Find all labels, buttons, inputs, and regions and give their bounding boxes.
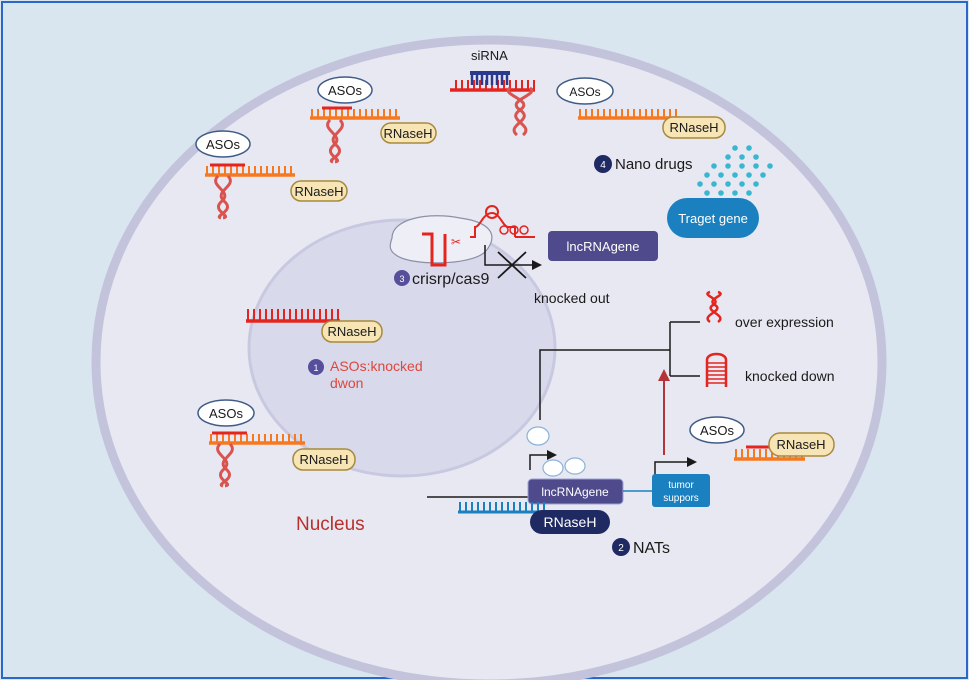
step-4-badge (594, 155, 612, 173)
step-3-number: 3 (399, 274, 404, 284)
lncrna-gene-label-top: lncRNAgene (567, 239, 640, 254)
over-expression-rna (706, 290, 722, 324)
nano-particle (704, 172, 710, 178)
asos-knockdown-group: RNaseH 1 ASOs:knocked dwon (246, 309, 423, 391)
rnaseh-nat-label: RNaseH (544, 514, 597, 530)
asos-label: ASOs (206, 137, 240, 152)
asos-bubble (197, 399, 255, 427)
asos-complex-5: ASOs RNaseH (689, 416, 835, 461)
nats-group: over expression knocked down lncRNAgene … (427, 290, 835, 557)
nano-particle (697, 181, 703, 187)
tumor-label-line2: suppors (663, 493, 699, 504)
nano-particle (746, 145, 752, 151)
nano-drugs-label: Nano drugs (615, 156, 693, 173)
crispr-label: crisrp/cas9 (412, 271, 489, 288)
rnaseh-label: RNaseH (294, 184, 343, 199)
step-1-number: 1 (313, 363, 318, 373)
step-2-number: 2 (618, 543, 624, 554)
nano-particle (718, 172, 724, 178)
knocked-down-rna (705, 352, 728, 387)
nucleus-label: Nucleus (296, 514, 365, 535)
nano-particle (725, 163, 731, 169)
over-expression-label: over expression (735, 314, 834, 330)
nano-particle (739, 163, 745, 169)
rna-loop (499, 225, 509, 235)
nano-particle (704, 190, 710, 196)
nano-particle (718, 190, 724, 196)
rnaseh-nat-pill (530, 510, 610, 534)
scissors-icon: ✂ (451, 235, 461, 249)
cas9-protein (389, 215, 493, 264)
rnaseh-label: RNaseH (776, 437, 825, 452)
nano-particle (753, 163, 759, 169)
gene-promoter (484, 245, 542, 270)
rnaseh-pill (768, 432, 835, 457)
knocked-out-label: knocked out (534, 290, 610, 306)
asos-bubble (195, 130, 251, 158)
nano-particle (760, 172, 766, 178)
knocked-down-label: knocked down (745, 368, 835, 384)
rnaseh-label: RNaseH (327, 324, 376, 339)
rnaseh-label: RNaseH (669, 120, 718, 135)
nano-particle (739, 154, 745, 160)
asos-bubble (317, 76, 373, 104)
nano-particle (732, 145, 738, 151)
tumor-suppressor-box (652, 474, 710, 507)
asos-label: ASOs (209, 406, 243, 421)
nats-label: NATs (633, 540, 670, 557)
rnaseh-label: RNaseH (299, 452, 348, 467)
asos-bubble (689, 416, 745, 444)
asos-complex-3: ASOs RNaseH (556, 77, 726, 139)
asos-label: ASOs (328, 83, 362, 98)
rnaseh-label: RNaseH (383, 126, 432, 141)
asos-label: ASOs (700, 423, 734, 438)
target-gene-box (667, 198, 759, 238)
step-1-badge (308, 359, 324, 375)
asos-complex-1: ASOs RNaseH (310, 76, 437, 164)
crispr-cas9-group: ✂ lncRNAgene 3 crisrp/cas9 knocked out (389, 205, 658, 306)
nano-particle (725, 181, 731, 187)
nano-particle (732, 190, 738, 196)
nano-particle (746, 172, 752, 178)
rnaseh-pill (380, 122, 437, 144)
asos-knocked-line1: ASOs:knocked (330, 358, 423, 374)
rna-loop (509, 225, 519, 235)
nano-particle (746, 190, 752, 196)
nano-particle (753, 154, 759, 160)
nano-particle (725, 154, 731, 160)
lncrna-gene-box-top (548, 231, 658, 261)
asos-label: ASOs (569, 85, 600, 99)
rnaseh-pill (321, 320, 383, 343)
sirna-label: siRNA (471, 48, 508, 63)
nano-particle (739, 181, 745, 187)
rnaseh-pill (662, 116, 726, 139)
asos-complex-2: ASOs RNaseH (195, 130, 348, 220)
nucleus (247, 218, 557, 478)
asos-knocked-line2: dwon (330, 375, 363, 391)
nano-particle (753, 181, 759, 187)
nano-particle (732, 172, 738, 178)
target-gene-label: Traget gene (678, 211, 748, 226)
rnaseh-pill (290, 180, 348, 202)
asos-bubble (556, 77, 614, 105)
nano-particle (711, 181, 717, 187)
nano-particle (711, 163, 717, 169)
lncrna-gene-label-bottom: lncRNAgene (541, 485, 609, 499)
step-4-number: 4 (600, 160, 606, 171)
step-2-badge (612, 538, 630, 556)
nano-particle (767, 163, 773, 169)
asos-complex-4: ASOs RNaseH (197, 399, 356, 488)
tumor-label-line1: tumor (668, 480, 694, 491)
step-3-badge (394, 270, 410, 286)
nano-particles (697, 145, 773, 196)
nano-drugs-group: 4 Nano drugs Traget gene (594, 145, 773, 238)
rna-loop (519, 225, 529, 235)
sirna-complex: siRNA (450, 48, 535, 137)
rnaseh-pill (292, 448, 356, 471)
